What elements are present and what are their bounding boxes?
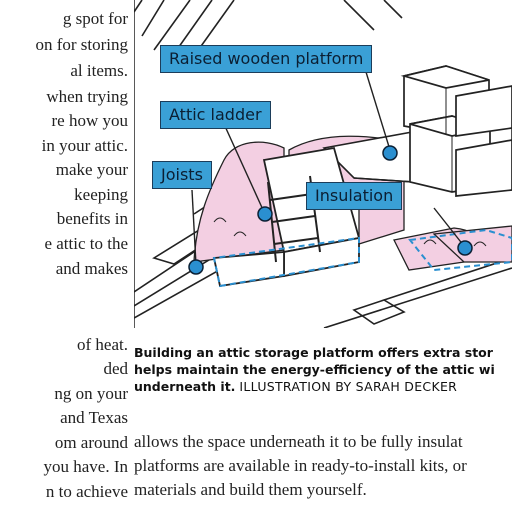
left-line: of heat. [77, 335, 128, 354]
left-line: on for storing [35, 35, 128, 54]
body-line: materials and build them yourself. [134, 480, 367, 499]
left-line: ng on your [54, 384, 128, 403]
left-line: om around [54, 433, 128, 452]
attic-storage-illustration: Raised wooden platform Attic ladder Jois… [134, 0, 512, 328]
label-joists: Joists [152, 161, 212, 189]
left-line: benefits in [56, 209, 128, 228]
left-line: keeping [74, 185, 128, 204]
left-article-column: g spot for on for storing al items. when… [0, 0, 128, 512]
left-line: al items. [70, 61, 128, 80]
left-line: and Texas [60, 408, 128, 427]
left-line: e attic to the [44, 234, 128, 253]
left-line: you have. In [43, 457, 128, 476]
left-line: in your attic. [41, 136, 128, 155]
label-insulation: Insulation [306, 182, 403, 210]
figure-caption: Building an attic storage platform offer… [134, 344, 512, 395]
left-line: re how you [51, 111, 128, 130]
left-line: n to achieve [45, 482, 128, 501]
left-line: ded [103, 359, 128, 378]
left-line: and makes [55, 259, 128, 278]
body-line: allows the space underneath it to be ful… [134, 432, 463, 451]
caption-line: underneath it. [134, 379, 236, 394]
caption-line: Building an attic storage platform offer… [134, 345, 493, 360]
label-attic-ladder: Attic ladder [160, 101, 271, 129]
caption-credit: ILLUSTRATION BY SARAH DECKER [239, 379, 458, 394]
right-article-column: allows the space underneath it to be ful… [134, 430, 512, 502]
body-line: platforms are available in ready-to-inst… [134, 456, 467, 475]
left-line: when trying [46, 87, 128, 106]
caption-line: helps maintain the energy-efficiency of … [134, 362, 495, 377]
left-line: make your [55, 160, 128, 179]
label-raised-wooden-platform: Raised wooden platform [160, 45, 373, 73]
left-line: g spot for [62, 9, 128, 28]
